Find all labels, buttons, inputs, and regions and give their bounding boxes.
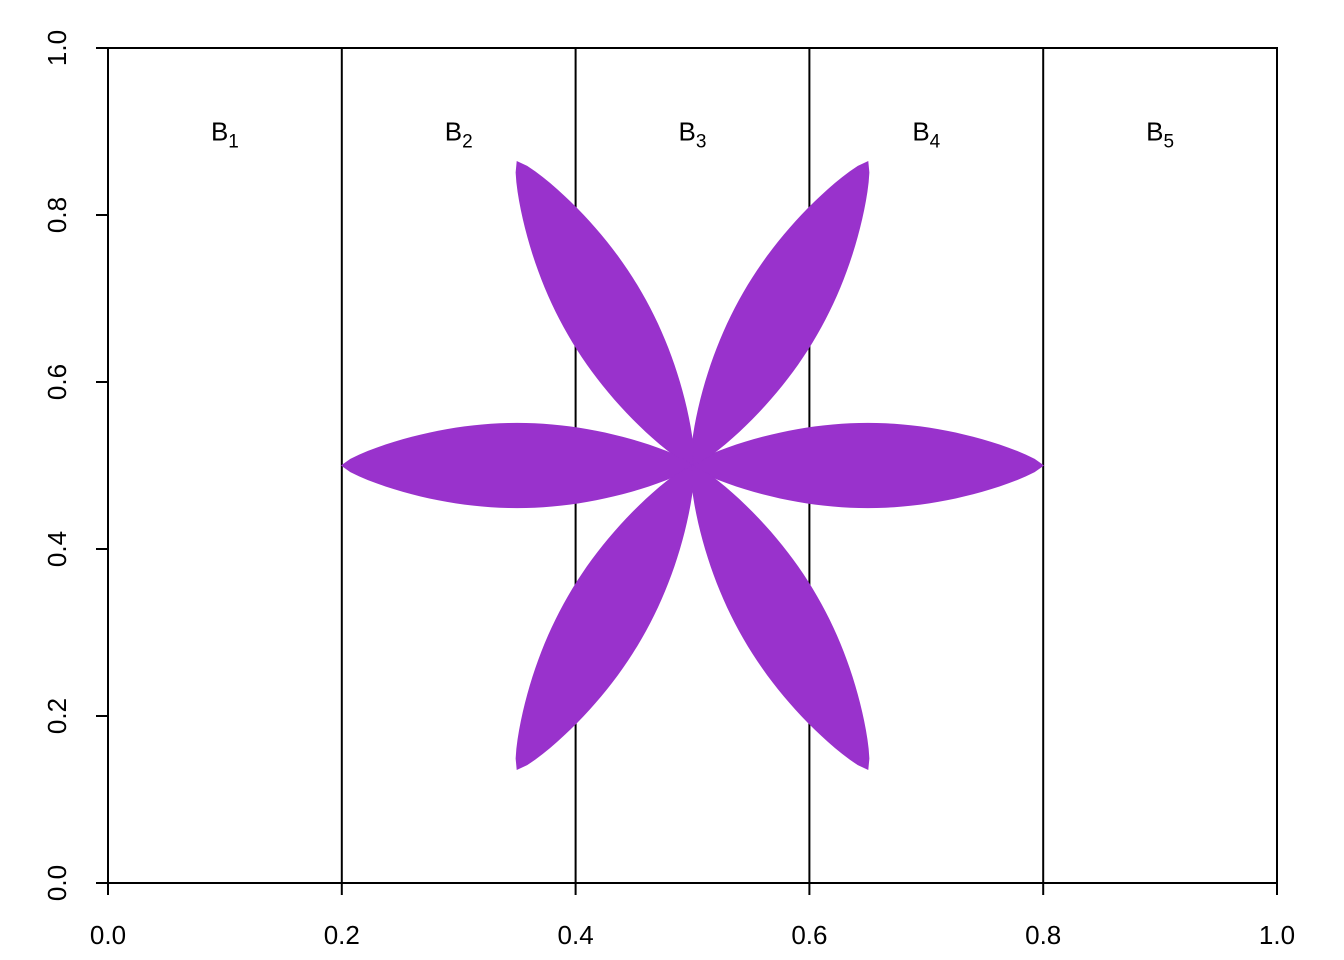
- band-label: B4: [912, 117, 940, 153]
- band-label: B2: [445, 117, 473, 153]
- x-tick-label: 0.0: [90, 920, 126, 950]
- flower-petal: [515, 161, 695, 467]
- y-tick-label: 0.0: [42, 865, 72, 901]
- y-tick-label: 0.8: [42, 197, 72, 233]
- band-label-subscript: 1: [228, 132, 239, 153]
- band-label-base: B: [912, 117, 929, 147]
- flower-shape: [340, 161, 1045, 770]
- flower-petal: [690, 464, 870, 770]
- x-tick-label: 0.4: [558, 920, 594, 950]
- plot-border: [107, 47, 1278, 884]
- x-tick-label: 0.6: [791, 920, 827, 950]
- band-label: B1: [211, 117, 239, 153]
- band-label-base: B: [445, 117, 462, 147]
- flower-petal: [690, 161, 870, 467]
- band-label-base: B: [211, 117, 228, 147]
- flower-petal: [340, 422, 694, 509]
- flower-petal: [515, 464, 695, 770]
- band-label: B3: [679, 117, 707, 153]
- x-tick-label: 0.2: [324, 920, 360, 950]
- band-label-subscript: 5: [1163, 132, 1174, 153]
- band-label-subscript: 2: [462, 132, 473, 153]
- band-label-base: B: [1146, 117, 1163, 147]
- x-tick-label: 0.8: [1025, 920, 1061, 950]
- y-tick-label: 0.6: [42, 364, 72, 400]
- x-axis: 0.0 0.2 0.4 0.6 0.8 1.0: [90, 883, 1295, 950]
- y-tick-label: 0.4: [42, 531, 72, 567]
- band-label: B5: [1146, 117, 1174, 153]
- plot-frame: [107, 47, 1278, 884]
- y-axis: 0.0 0.2 0.4 0.6 0.8 1.0: [42, 30, 108, 901]
- band-label-subscript: 4: [930, 132, 941, 153]
- x-tick-label: 1.0: [1259, 920, 1295, 950]
- band-label-subscript: 3: [696, 132, 707, 153]
- flower-petal: [691, 422, 1045, 509]
- y-tick-label: 0.2: [42, 698, 72, 734]
- band-label-base: B: [679, 117, 696, 147]
- y-tick-label: 1.0: [42, 30, 72, 66]
